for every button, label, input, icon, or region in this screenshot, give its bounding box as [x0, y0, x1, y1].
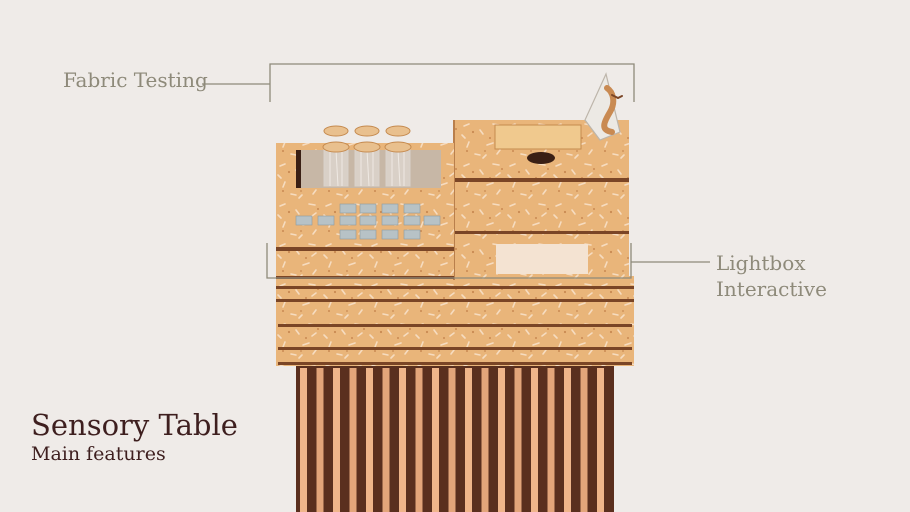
- keypad-key: [339, 203, 357, 214]
- keypad-key: [317, 215, 335, 226]
- keypad-key: [295, 215, 313, 226]
- leg-slat: [300, 368, 307, 512]
- lightbox-interactive-label: Lightbox Interactive: [716, 250, 827, 302]
- leg-slat: [547, 368, 555, 512]
- leg-slat: [316, 368, 324, 512]
- keypad-key: [423, 215, 441, 226]
- page-title: Sensory Table: [31, 408, 238, 442]
- fabric-testing-callout: [202, 63, 635, 102]
- leg-slat: [514, 368, 522, 512]
- keypad-key: [403, 215, 421, 226]
- keypad-key: [403, 229, 421, 240]
- keypad: [295, 203, 441, 240]
- leg-slat: [531, 368, 538, 512]
- leg-slat: [382, 368, 390, 512]
- round-opening: [527, 152, 555, 164]
- lightbox-label-line1: Lightbox: [716, 251, 806, 275]
- leg-slat: [498, 368, 505, 512]
- page-subtitle: Main features: [31, 443, 166, 465]
- table-legs: [296, 366, 614, 512]
- fabric-sample-patch: [494, 124, 582, 150]
- sample-jars: [322, 125, 412, 187]
- leg-slat: [333, 368, 340, 512]
- jar: [353, 125, 381, 187]
- leg-slat: [366, 368, 373, 512]
- leg-slat: [399, 368, 406, 512]
- leg-slat: [349, 368, 357, 512]
- keypad-key: [359, 229, 377, 240]
- keypad-key: [339, 229, 357, 240]
- leg-slat: [597, 368, 604, 512]
- jar: [384, 125, 412, 187]
- table-base: [276, 276, 634, 366]
- iron-icon: [584, 72, 623, 141]
- lightbox-label-line2: Interactive: [716, 277, 827, 301]
- keypad-key: [381, 229, 399, 240]
- keypad-key: [359, 215, 377, 226]
- lightbox-callout: [266, 243, 710, 279]
- keypad-key: [359, 203, 377, 214]
- leg-slat: [481, 368, 489, 512]
- lightbox-panel: [496, 244, 588, 274]
- jar: [322, 125, 350, 187]
- leg-slat: [415, 368, 423, 512]
- fabric-testing-label: Fabric Testing: [63, 68, 208, 92]
- keypad-key: [381, 215, 399, 226]
- keypad-key: [403, 203, 421, 214]
- keypad-key: [381, 203, 399, 214]
- leg-slat: [432, 368, 439, 512]
- keypad-key: [339, 215, 357, 226]
- left-module: [276, 143, 454, 279]
- leg-slat: [448, 368, 456, 512]
- leg-slat: [580, 368, 588, 512]
- leg-slat: [564, 368, 571, 512]
- right-module: [453, 120, 629, 280]
- title-block: Sensory Table Main features: [31, 408, 238, 466]
- leg-slat: [465, 368, 472, 512]
